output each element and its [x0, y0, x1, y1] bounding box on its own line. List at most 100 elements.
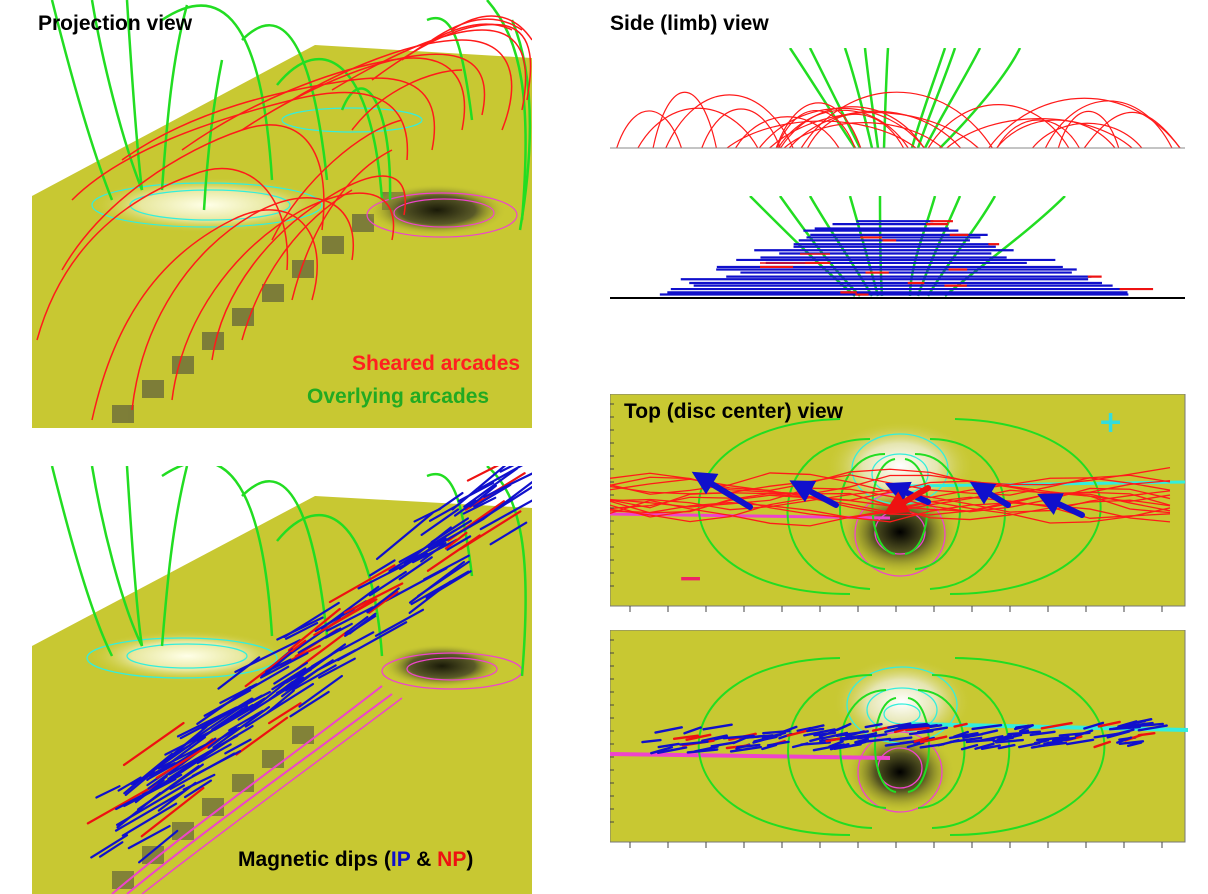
legend-ip: IP — [390, 848, 411, 871]
ip-dip-streak — [408, 580, 452, 615]
ip-dip-streak — [284, 621, 319, 640]
ip-dip-streak — [996, 733, 1013, 741]
sheared-arcade-loop — [637, 107, 759, 149]
ip-dip-streak — [887, 722, 912, 729]
ip-dip-streak — [828, 740, 844, 748]
sheared-arcade-loop — [780, 106, 925, 149]
ip-dip-streak — [121, 802, 178, 837]
overlying-arcades — [788, 48, 1022, 149]
ip-dip-streak — [1051, 736, 1077, 742]
ip-dip-streak — [489, 521, 528, 546]
ip-dip-streak — [368, 570, 407, 597]
ip-dip-streak — [641, 738, 662, 744]
ip-dip-streak — [196, 743, 232, 765]
arrow-np — [883, 485, 931, 515]
ip-dip-streak — [224, 738, 252, 755]
sheared-arcade-loop — [783, 122, 943, 149]
sheared-arcade-loop — [758, 107, 925, 149]
ip-dip-streak — [289, 643, 347, 685]
ip-dip-streak — [919, 743, 945, 749]
ip-dip-streak — [803, 728, 836, 737]
ip-dip-streak — [735, 743, 761, 749]
np-dip-streak — [267, 702, 302, 725]
sheared-arcade-loop — [652, 91, 717, 149]
sheared-arcade-loop — [665, 94, 794, 149]
ip-dip-streak — [499, 466, 515, 473]
ip-dip-streak — [451, 466, 507, 511]
negative-contour — [126, 693, 393, 894]
ip-dip-streak — [446, 535, 472, 551]
ip-dip-streak — [965, 738, 995, 744]
positive-contour — [281, 107, 423, 133]
ip-dip-streak — [809, 736, 824, 743]
axis-ticks — [610, 639, 1163, 848]
sheared-arcade-loop — [1032, 122, 1143, 149]
positive-polarity-region — [87, 630, 287, 682]
ip-dip-streak — [1111, 728, 1135, 737]
np-dip-streak — [444, 531, 468, 550]
side-view-arcades-panel — [610, 48, 1185, 149]
ip-dip-streak — [807, 724, 825, 730]
ip-dip-streak — [473, 483, 512, 508]
positive-contour — [86, 637, 278, 679]
ip-dip-streak — [217, 656, 261, 690]
ip-dip-streak — [854, 737, 870, 744]
negative-polarity-region — [382, 644, 502, 688]
ip-dip-streak — [457, 481, 495, 503]
np-dip-streak — [122, 721, 185, 767]
negative-contour — [141, 697, 403, 894]
ip-dip-streak — [980, 744, 1001, 750]
np-dip-streak — [313, 598, 378, 637]
ip-dip-streak — [137, 829, 179, 864]
projection-view-title: Projection view — [38, 12, 193, 35]
sheared-arcade-loop — [996, 119, 1116, 149]
side-view-title: Side (limb) view — [610, 12, 769, 35]
ip-dip-streak — [183, 779, 213, 799]
ip-dip-streak — [336, 621, 408, 662]
magnetic-dips-panel — [32, 466, 532, 894]
ip-dip-streak — [428, 503, 460, 522]
ip-dip-streak — [693, 745, 719, 753]
ip-dip-streak — [98, 841, 124, 858]
ip-dip-streak — [782, 725, 798, 733]
legend-suffix: ) — [466, 848, 474, 871]
ip-dip-streak — [196, 705, 249, 742]
ip-dip-streak — [325, 606, 374, 632]
overlying-arcades — [50, 466, 527, 677]
axis-ticks — [610, 403, 1163, 612]
ip-dip-streak — [820, 731, 849, 740]
legend-prefix: Magnetic dips ( — [238, 848, 391, 871]
ip-dip-streak — [146, 736, 206, 781]
ip-dip-streak — [219, 683, 258, 705]
ip-dip-streak — [385, 567, 448, 602]
ip-dip-streak — [123, 778, 177, 808]
ip-dip-streak — [949, 736, 983, 744]
ip-dip-streak — [818, 730, 835, 738]
ip-dip-streak — [265, 658, 292, 673]
ip-dip-streak — [1125, 719, 1146, 726]
np-dip-streak — [953, 722, 968, 728]
overlying-arcades — [50, 0, 532, 231]
sheared-arcade-loop — [775, 102, 862, 149]
ip-dip-streak — [995, 738, 1024, 744]
sheared-arcade-loop — [701, 108, 781, 149]
negative-contour — [406, 657, 498, 681]
np-dip-streak — [343, 582, 404, 614]
ip-dip-streak — [127, 824, 171, 850]
ip-dip-streak — [437, 491, 464, 511]
ip-dip-streak — [237, 682, 297, 721]
legend-amp: & — [410, 848, 438, 871]
ip-dip-streak — [420, 508, 460, 536]
negative-contour — [366, 192, 518, 238]
ip-dip-streak — [479, 499, 532, 531]
ip-dip-streak — [366, 587, 400, 614]
magnetic-dips — [86, 466, 532, 864]
overlying-arcades-legend: Overlying arcades — [307, 385, 490, 408]
ip-dip-streak — [176, 706, 238, 738]
ip-dip-streak — [888, 736, 913, 742]
ip-dip-streak — [280, 668, 320, 698]
ip-dip-streak — [1035, 735, 1070, 742]
ip-dip-streak — [1083, 721, 1105, 730]
negative-contour — [857, 731, 943, 813]
ip-dip-streak — [745, 734, 774, 739]
